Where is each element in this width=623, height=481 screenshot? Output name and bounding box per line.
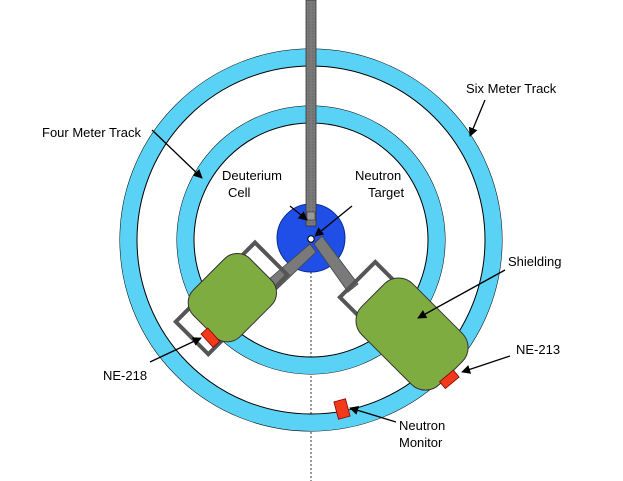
neutron-target-arrow xyxy=(314,205,353,237)
shielding-arrow xyxy=(417,269,506,319)
ne213-detector-arm xyxy=(313,235,469,391)
ne218-label: NE-218 xyxy=(103,368,147,383)
neutron-monitor-label-line2: Monitor xyxy=(399,435,443,450)
neutron-target xyxy=(307,235,315,243)
four-meter-track-label: Four Meter Track xyxy=(42,125,141,140)
ne213-arrow xyxy=(461,355,511,374)
six-meter-track-label: Six Meter Track xyxy=(466,81,557,96)
deuterium-cell-label-line1: Deuterium xyxy=(222,168,282,183)
beam-pipe xyxy=(305,0,317,227)
ne218-arrow xyxy=(149,337,202,363)
neutron-monitor-label-line1: Neutron xyxy=(399,418,445,433)
six-meter-track-arrow xyxy=(468,99,486,137)
deuterium-cell-label-line2: Cell xyxy=(228,185,251,200)
neutron-monitor-arrow xyxy=(349,406,397,423)
ne218-detector xyxy=(200,327,221,348)
ne218-shielding xyxy=(187,252,278,343)
ne213-label: NE-213 xyxy=(516,342,560,357)
neutron-monitor xyxy=(333,398,351,420)
four-meter-track-arrow xyxy=(151,129,203,179)
shielding-label: Shielding xyxy=(508,254,562,269)
ne218-detector-arm xyxy=(172,239,317,358)
ne213-detector xyxy=(438,369,460,390)
deuterium-cell-arrow xyxy=(289,205,308,221)
neutron-target-label-line1: Neutron xyxy=(355,168,401,183)
neutron-target-label-line2: Target xyxy=(368,185,405,200)
